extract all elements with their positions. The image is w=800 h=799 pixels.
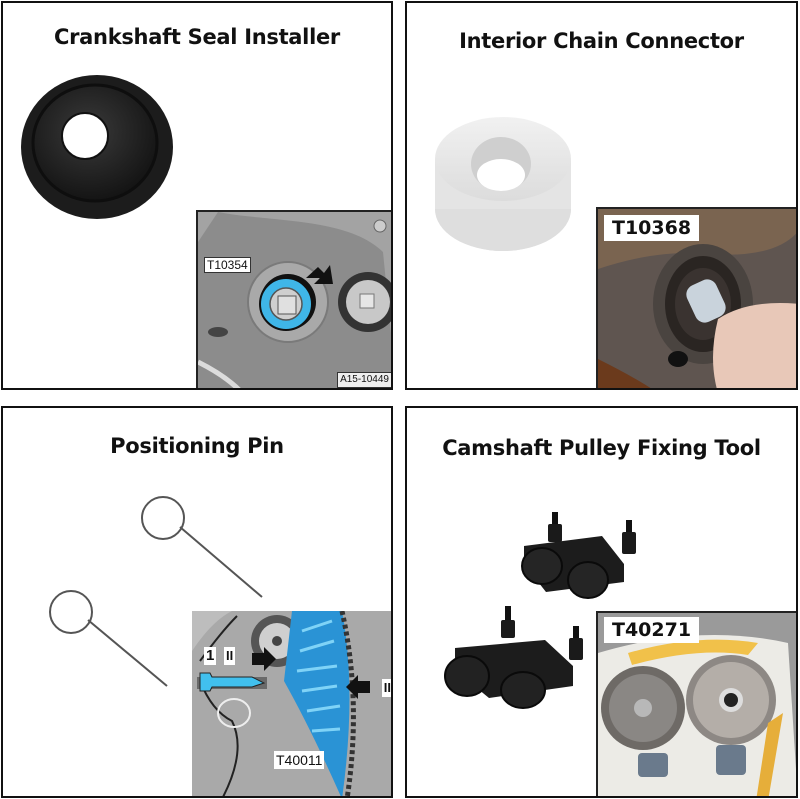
arrow-label-1: II — [224, 647, 236, 665]
installation-diagram-inset: 1 II II T40011 — [192, 611, 391, 796]
fixing-tool-image-1 — [502, 506, 642, 601]
part-number-label: T40271 — [604, 617, 700, 643]
installation-photo-inset: T40271 — [596, 611, 796, 796]
panel-title: Interior Chain Connector — [459, 29, 744, 53]
panel-title: Positioning Pin — [110, 434, 284, 458]
positioning-pin-image-2 — [47, 586, 172, 691]
part-number-label: T40011 — [274, 751, 325, 769]
arrow-label-2: II — [381, 679, 391, 697]
callout-number-1: 1 — [204, 647, 217, 665]
fixing-tool-image-2 — [433, 600, 583, 710]
panel-positioning-pin: Positioning Pin — [1, 406, 393, 798]
panel-interior-chain-connector: Interior Chain Connector — [405, 1, 798, 390]
positioning-pin-image-1 — [138, 493, 268, 603]
chain-connector-image — [431, 109, 575, 253]
panel-title: Camshaft Pulley Fixing Tool — [442, 436, 761, 460]
panel-camshaft-pulley-fixing-tool: Camshaft Pulley Fixing Tool — [405, 406, 798, 798]
installation-photo-inset: T10368 — [596, 207, 796, 388]
panel-title: Crankshaft Seal Installer — [54, 25, 340, 49]
seal-installer-image — [19, 73, 175, 221]
panel-crankshaft-seal-installer: Crankshaft Seal Installer — [1, 1, 393, 390]
part-number-label: T10368 — [604, 215, 700, 241]
installation-diagram-inset: T10354 A15-10449 — [196, 210, 391, 388]
part-number-label: T10354 — [204, 257, 251, 273]
figure-code-label: A15-10449 — [337, 372, 391, 388]
